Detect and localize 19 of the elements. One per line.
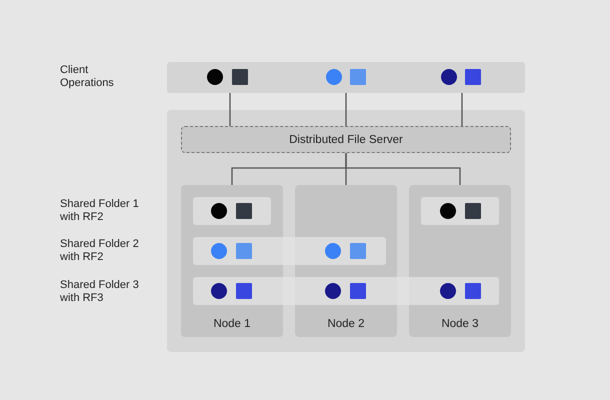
- row-label: Shared Folder 2 with RF2: [60, 238, 140, 264]
- folder-strip: [193, 277, 499, 305]
- server-label: Distributed File Server: [289, 134, 403, 146]
- folder-strip: [193, 237, 386, 265]
- row-label: Shared Folder 1 with RF2: [60, 198, 140, 224]
- node-label: Node 1: [213, 318, 251, 330]
- cluster-panel: [167, 110, 525, 352]
- connector-line: [345, 153, 461, 185]
- row-label: Shared Folder 3 with RF3: [60, 279, 140, 305]
- folder-strip: [421, 197, 499, 225]
- row-label: Client Operations: [60, 64, 115, 90]
- client-band: [167, 62, 525, 93]
- server-box: [181, 126, 511, 153]
- node-label: Node 2: [327, 318, 365, 330]
- connector-line: [461, 93, 463, 126]
- folder-strip: [193, 197, 271, 225]
- node-label: Node 3: [441, 318, 479, 330]
- connector-line: [345, 93, 347, 126]
- connector-line: [229, 93, 231, 126]
